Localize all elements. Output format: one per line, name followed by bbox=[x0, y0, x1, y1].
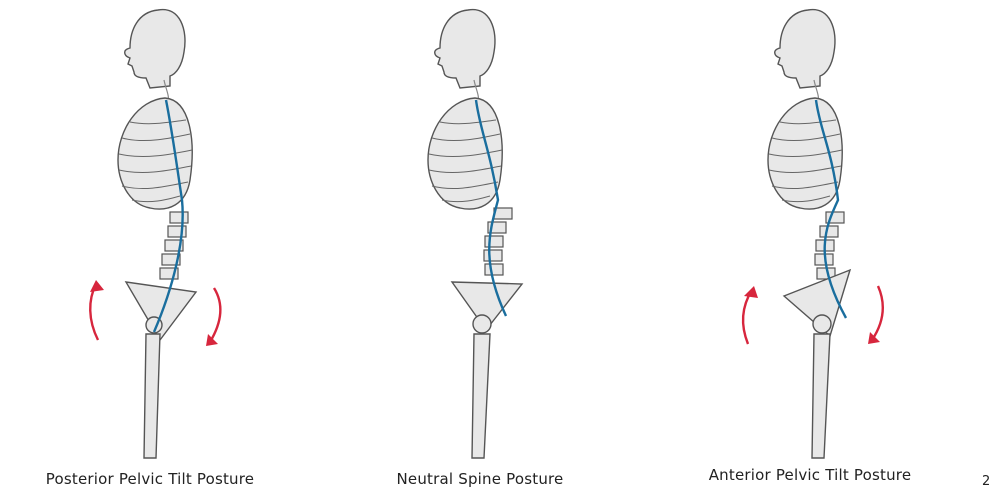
figure-posterior-tilt: Posterior Pelvic Tilt Posture bbox=[0, 0, 300, 494]
figure-neutral-spine: Neutral Spine Posture bbox=[330, 0, 630, 494]
lumbar-vertebrae bbox=[160, 212, 188, 279]
hip-joint bbox=[813, 315, 831, 333]
femur bbox=[144, 334, 160, 458]
neutral-spine-illustration bbox=[330, 0, 630, 470]
caption-anterior: Anterior Pelvic Tilt Posture bbox=[660, 466, 960, 484]
rib-cage bbox=[428, 98, 502, 209]
caption-posterior: Posterior Pelvic Tilt Posture bbox=[0, 470, 300, 488]
head bbox=[125, 10, 185, 88]
pelvis bbox=[126, 282, 196, 340]
head bbox=[775, 10, 835, 88]
posterior-tilt-illustration bbox=[0, 0, 300, 470]
femur bbox=[812, 334, 830, 458]
femur bbox=[472, 334, 490, 458]
caption-neutral: Neutral Spine Posture bbox=[330, 470, 630, 488]
lumbar-vertebrae bbox=[484, 208, 512, 275]
rib-cage bbox=[768, 98, 842, 209]
page-number: 2 bbox=[982, 474, 990, 489]
figure-anterior-tilt: Anterior Pelvic Tilt Posture bbox=[660, 0, 960, 494]
anterior-tilt-illustration bbox=[660, 0, 960, 470]
hip-joint bbox=[473, 315, 491, 333]
head bbox=[435, 10, 495, 88]
